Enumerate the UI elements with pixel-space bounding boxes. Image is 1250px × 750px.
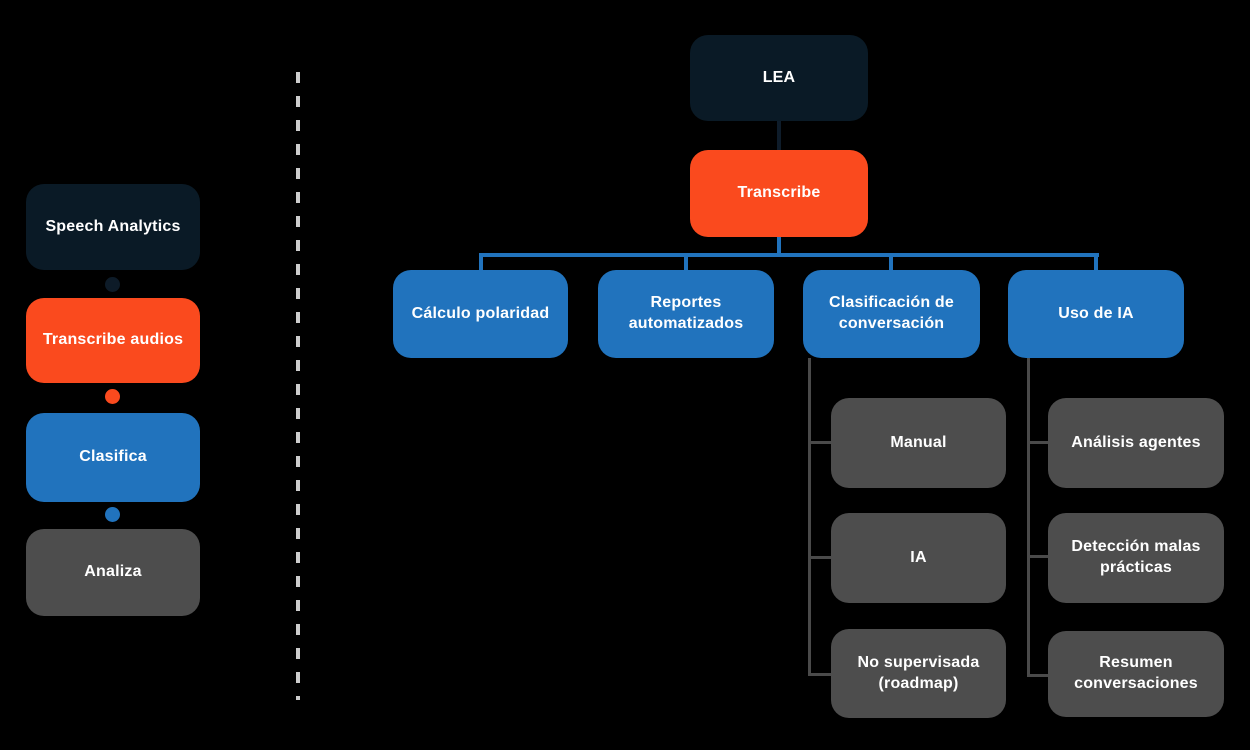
org-node-label: Reportes automatizados xyxy=(628,294,744,332)
connector-stub-ia xyxy=(808,556,832,559)
flow-connector-dot-orange xyxy=(105,389,120,404)
org-leaf-no-supervisada: No supervisada (roadmap) xyxy=(831,629,1006,718)
org-leaf-resumen-conversaciones: Resumen conversaciones xyxy=(1048,631,1224,717)
org-node-label: Cálculo polaridad xyxy=(411,304,550,322)
flow-connector-dot-navy xyxy=(105,277,120,292)
org-node-label: Resumen conversaciones xyxy=(1074,654,1198,692)
flow-step-transcribe-audios: Transcribe audios xyxy=(26,298,200,383)
connector-drop-reportes xyxy=(684,253,688,271)
org-node-label: Manual xyxy=(890,433,947,451)
connector-lea-transcribe xyxy=(777,121,781,150)
connector-stub-no-supervisada xyxy=(808,673,832,676)
connector-branch-horizontal xyxy=(479,253,1099,257)
org-node-label: Transcribe xyxy=(737,184,821,202)
flow-step-speech-analytics: Speech Analytics xyxy=(26,184,200,270)
org-leaf-manual: Manual xyxy=(831,398,1006,488)
connector-stub-deteccion xyxy=(1027,555,1048,558)
org-leaf-deteccion-malas-practicas: Detección malas prácticas xyxy=(1048,513,1224,603)
connector-drop-uso-ia xyxy=(1094,253,1098,271)
org-node-label: Detección malas prácticas xyxy=(1071,538,1201,576)
org-branch-uso-de-ia: Uso de IA xyxy=(1008,270,1184,358)
flow-step-label: Transcribe audios xyxy=(42,331,184,349)
section-divider-dashed-line xyxy=(296,72,300,700)
connector-stub-analisis-agentes xyxy=(1027,441,1048,444)
connector-drop-clasificacion xyxy=(889,253,893,271)
org-node-label: Análisis agentes xyxy=(1071,433,1201,451)
org-leaf-analisis-agentes: Análisis agentes xyxy=(1048,398,1224,488)
org-leaf-ia: IA xyxy=(831,513,1006,603)
flow-step-clasifica: Clasifica xyxy=(26,413,200,502)
connector-drop-calculo xyxy=(479,253,483,271)
connector-stub-resumen xyxy=(1027,674,1048,677)
org-node-label: LEA xyxy=(762,68,796,86)
flow-step-label: Speech Analytics xyxy=(45,217,181,235)
org-branch-reportes-automatizados: Reportes automatizados xyxy=(598,270,774,358)
org-node-label: No supervisada (roadmap) xyxy=(857,653,980,692)
connector-stub-manual xyxy=(808,441,832,444)
org-node-label: Clasificación de conversación xyxy=(828,294,955,332)
flow-connector-dot-blue xyxy=(105,507,120,522)
connector-clasificacion-children-vertical xyxy=(808,358,811,676)
org-root-lea: LEA xyxy=(690,35,868,121)
connector-uso-ia-children-vertical xyxy=(1027,358,1030,677)
org-node-transcribe: Transcribe xyxy=(690,150,868,237)
org-branch-clasificacion-conversacion: Clasificación de conversación xyxy=(803,270,980,358)
flow-step-label: Analiza xyxy=(84,563,142,581)
flow-step-label: Clasifica xyxy=(79,448,147,466)
flow-step-analiza: Analiza xyxy=(26,529,200,616)
org-branch-calculo-polaridad: Cálculo polaridad xyxy=(393,270,568,358)
connector-transcribe-stem xyxy=(777,237,781,253)
org-node-label: Uso de IA xyxy=(1058,304,1134,322)
org-node-label: IA xyxy=(910,548,927,566)
